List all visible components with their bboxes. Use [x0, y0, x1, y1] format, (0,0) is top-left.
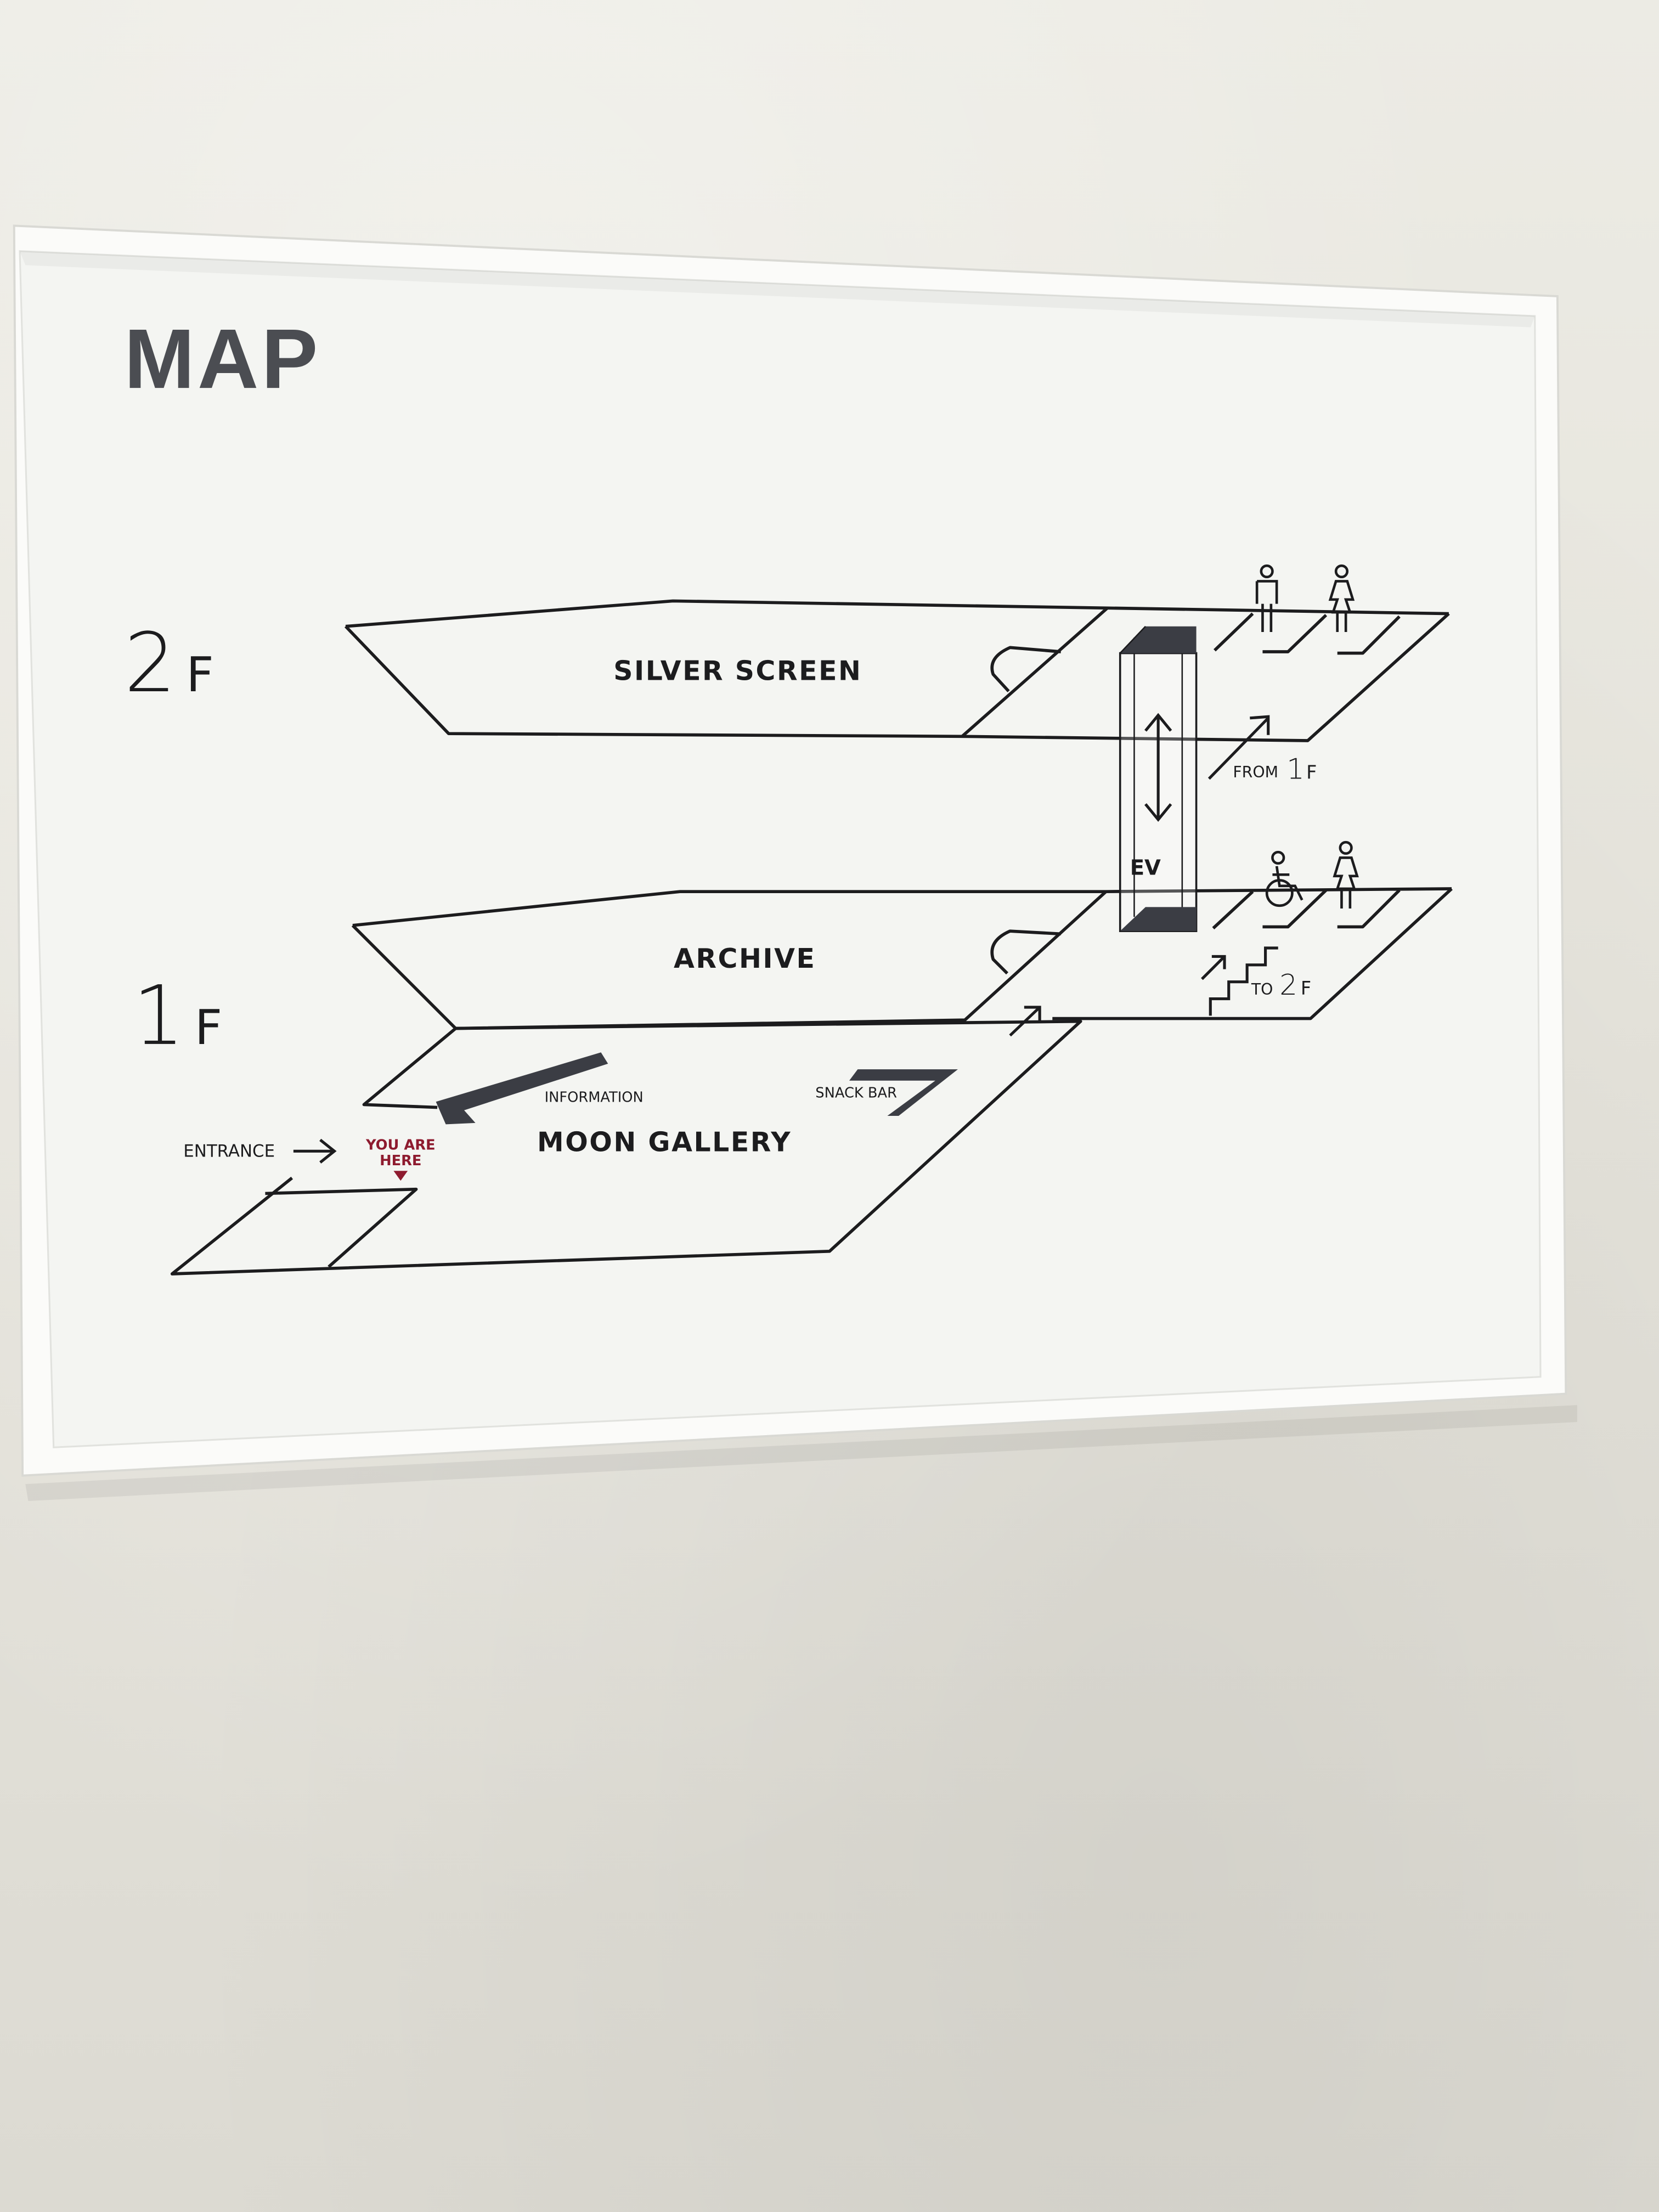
information-desk-shape: [436, 1052, 608, 1125]
floor-2-number: 2: [124, 616, 176, 711]
from-1f-suffix: F: [1306, 761, 1317, 783]
floor-1-label: 1 F: [133, 969, 222, 1064]
woman-icon: [1328, 564, 1355, 632]
from-1f-number: 1: [1286, 753, 1305, 786]
wheelchair-icon: [1265, 850, 1304, 907]
floor-2-label: 2 F: [124, 616, 213, 711]
elevator-shaft: [1119, 625, 1198, 932]
gallery-to-archive-arrow-icon: [1009, 1006, 1041, 1037]
snack-bar-label: SNACK BAR: [815, 1085, 897, 1102]
from-1f-arrow-icon: [1207, 715, 1270, 780]
map-title: MAP: [124, 311, 320, 406]
floor-1-suffix: F: [195, 1000, 222, 1056]
floor-2-plan: [344, 599, 1450, 742]
room-silver-screen: SILVER SCREEN: [613, 655, 862, 686]
from-1f-prefix: FROM: [1233, 763, 1278, 781]
information-label: INFORMATION: [545, 1089, 644, 1105]
room-moon-gallery: MOON GALLERY: [537, 1126, 792, 1158]
entrance-arrow-icon: [293, 1138, 337, 1164]
man-icon: [1255, 564, 1278, 632]
floor-1-number: 1: [133, 969, 185, 1064]
snack-bar-shape: [849, 1069, 958, 1116]
to-2f-prefix: TO: [1251, 980, 1273, 998]
floor-1-archive-plan: [351, 887, 1453, 1030]
woman-icon-1f: [1333, 840, 1359, 909]
elevator-updown-icon: [1144, 713, 1172, 822]
to-2f-suffix: F: [1301, 978, 1311, 999]
elevator-label: EV: [1130, 855, 1161, 880]
room-archive: ARCHIVE: [674, 943, 816, 974]
stairs-icon: [1201, 946, 1278, 1016]
to-2f-number: 2: [1279, 969, 1297, 1002]
floor-2-suffix: F: [186, 647, 213, 703]
floor-1-gallery-plan: [170, 1019, 1082, 1276]
sign-panel: [19, 250, 1542, 1448]
you-are-here-line1: YOU ARE: [365, 1137, 436, 1154]
entrance-label: ENTRANCE: [183, 1142, 275, 1161]
you-are-here-line2: HERE: [380, 1153, 421, 1169]
you-are-here-marker-icon: [393, 1171, 408, 1181]
